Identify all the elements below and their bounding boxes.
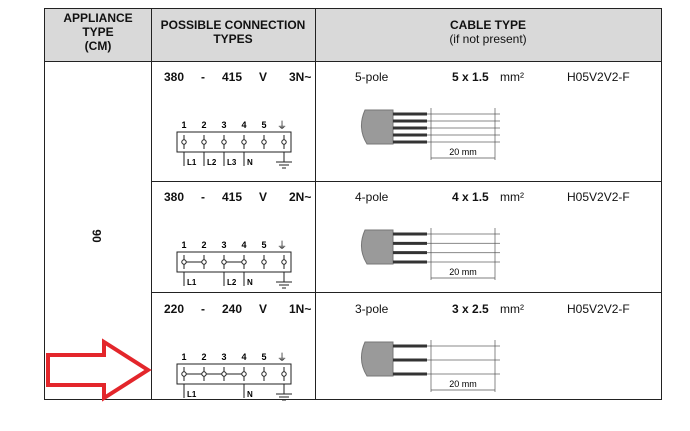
conductor-unit: mm²: [500, 190, 524, 204]
conductor-size: 4 x 1.5: [452, 190, 489, 204]
line-label: L1: [187, 278, 197, 287]
col-divider-2: [315, 9, 316, 399]
phase-label: 3N~: [289, 70, 312, 84]
red-arrow-icon: [46, 338, 152, 402]
pole-count: 3-pole: [355, 302, 389, 316]
voltage-max: 240: [222, 302, 243, 316]
terminal-number: 1: [181, 120, 186, 130]
voltage-max: 415: [222, 190, 243, 204]
ground-icon: ⏚: [277, 120, 287, 132]
cable-plug-drawing: 20 mm: [361, 228, 500, 280]
plug-body: [361, 109, 394, 145]
phase-label: 2N~: [289, 190, 312, 204]
terminal-number: 4: [241, 120, 246, 130]
voltage-min: 380: [164, 190, 185, 204]
line-label: L2: [207, 158, 217, 167]
voltage-dash: -: [201, 302, 205, 316]
conductor-size: 3 x 2.5: [452, 302, 489, 316]
cable-plug-drawing: 20 mm: [361, 108, 500, 160]
terminal-number: 2: [201, 240, 206, 250]
strip-length-label: 20 mm: [449, 267, 477, 277]
pole-count: 4-pole: [355, 190, 389, 204]
terminal-number: 2: [201, 120, 206, 130]
terminal-number: 5: [261, 240, 266, 250]
line-label: L1: [187, 390, 197, 399]
conductor-unit: mm²: [500, 302, 524, 316]
cable-plug-drawing: 20 mm: [361, 340, 500, 392]
line-label: N: [247, 158, 253, 167]
voltage-dash: -: [201, 190, 205, 204]
plug-body: [361, 229, 394, 265]
terminal-number: 5: [261, 352, 266, 362]
voltage-min: 380: [164, 70, 185, 84]
terminal-number: 3: [221, 240, 226, 250]
row-divider-2: [151, 292, 661, 293]
phase-label: 1N~: [289, 302, 312, 316]
terminal-block-diagram: 1 2 3 4 5 ⏚ L1 L2 N: [176, 240, 292, 289]
ground-icon: ⏚: [277, 352, 287, 364]
line-label: N: [247, 390, 253, 399]
cable-type: H05V2V2-F: [567, 70, 630, 84]
table-header: [45, 9, 661, 62]
strip-length-label: 20 mm: [449, 379, 477, 389]
voltage-max: 415: [222, 70, 243, 84]
line-label: L2: [227, 278, 237, 287]
terminal-number: 3: [221, 120, 226, 130]
pole-count: 5-pole: [355, 70, 389, 84]
voltage-dash: -: [201, 70, 205, 84]
appliance-size-value: 90: [89, 229, 104, 243]
terminal-number: 3: [221, 352, 226, 362]
strip-length-label: 20 mm: [449, 147, 477, 157]
terminal-number: 4: [241, 352, 246, 362]
plug-body: [361, 341, 394, 377]
voltage-unit: V: [259, 302, 268, 316]
line-label: L3: [227, 158, 237, 167]
voltage-min: 220: [164, 302, 185, 316]
terminal-number: 1: [181, 240, 186, 250]
conductor-size: 5 x 1.5: [452, 70, 489, 84]
terminal-block-diagram: 1 2 3 4 5 ⏚ L1 L2 L3 N: [176, 120, 292, 169]
cable-type: H05V2V2-F: [567, 302, 630, 316]
row-divider-1: [151, 181, 661, 182]
terminal-block: [176, 131, 292, 153]
voltage-unit: V: [259, 190, 268, 204]
ground-icon: ⏚: [277, 240, 287, 252]
line-label: L1: [187, 158, 197, 167]
col-divider-1: [151, 9, 152, 399]
header-cable-type: CABLE TYPE(if not present): [449, 18, 527, 46]
terminal-block: [176, 363, 292, 385]
terminal-number: 5: [261, 120, 266, 130]
cable-type: H05V2V2-F: [567, 190, 630, 204]
terminal-block-diagram: 1 2 3 4 5 ⏚ L1 N: [176, 352, 292, 401]
terminal-number: 2: [201, 352, 206, 362]
terminal-number: 4: [241, 240, 246, 250]
voltage-unit: V: [259, 70, 268, 84]
terminal-number: 1: [181, 352, 186, 362]
line-label: N: [247, 278, 253, 287]
conductor-unit: mm²: [500, 70, 524, 84]
terminal-block: [176, 251, 292, 273]
